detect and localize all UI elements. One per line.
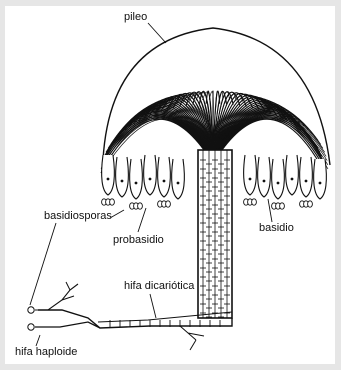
- basidium-cell: [272, 159, 285, 199]
- pointer-hifa-dicariotica: [150, 294, 156, 318]
- basidium-nucleus: [149, 178, 152, 181]
- hypha-haploid: [35, 322, 100, 328]
- basidium-nucleus: [305, 180, 308, 183]
- basidiospore: [166, 201, 171, 207]
- basidium-nucleus: [107, 178, 110, 181]
- basidium-cell: [172, 159, 185, 199]
- basidium-cell: [258, 157, 271, 197]
- basidium-cell: [144, 155, 157, 195]
- basidium-nucleus: [121, 180, 124, 183]
- label-probasidio: probasidio: [113, 235, 164, 246]
- label-hifa-dicariotica: hifa dicariótica: [124, 281, 194, 292]
- basidium-cell: [102, 155, 115, 195]
- basidiospore: [28, 307, 34, 313]
- basidiospore: [28, 324, 34, 330]
- label-basidiosporas: basidiosporas: [44, 211, 112, 222]
- basidium-nucleus: [291, 178, 294, 181]
- pointer-basidiosporas: [30, 223, 56, 305]
- pointer-basidio: [268, 199, 272, 222]
- pointer-pileo: [148, 23, 166, 43]
- basidium-cell: [130, 159, 143, 199]
- label-pileo: pileo: [124, 12, 147, 23]
- basidiospore: [280, 203, 285, 209]
- basidium-cell: [244, 155, 257, 195]
- label-basidio: basidio: [259, 223, 294, 234]
- pointer-probasidio: [138, 208, 146, 232]
- basidiospore: [252, 199, 257, 205]
- basidiospore: [110, 199, 115, 205]
- basidium-nucleus: [249, 178, 252, 181]
- basidium-nucleus: [263, 180, 266, 183]
- basidium-cell: [286, 155, 299, 195]
- basidium-cell: [300, 157, 313, 197]
- pointer-hifa-haploide: [36, 335, 40, 346]
- hypha-branch: [180, 326, 204, 350]
- basidium-nucleus: [277, 182, 280, 185]
- basidium-nucleus: [163, 180, 166, 183]
- basidium-nucleus: [135, 182, 138, 185]
- basidium-cell: [314, 159, 327, 199]
- basidiospore: [308, 201, 313, 207]
- basidium-nucleus: [177, 182, 180, 185]
- basidium-cell: [158, 157, 171, 197]
- pointer-basidiosporas: [110, 210, 124, 218]
- basidium-cell: [116, 157, 129, 197]
- label-hifa-haploide: hifa haploide: [15, 347, 77, 358]
- basidium-nucleus: [319, 182, 322, 185]
- stipe: [198, 150, 232, 318]
- basidiospore: [138, 203, 143, 209]
